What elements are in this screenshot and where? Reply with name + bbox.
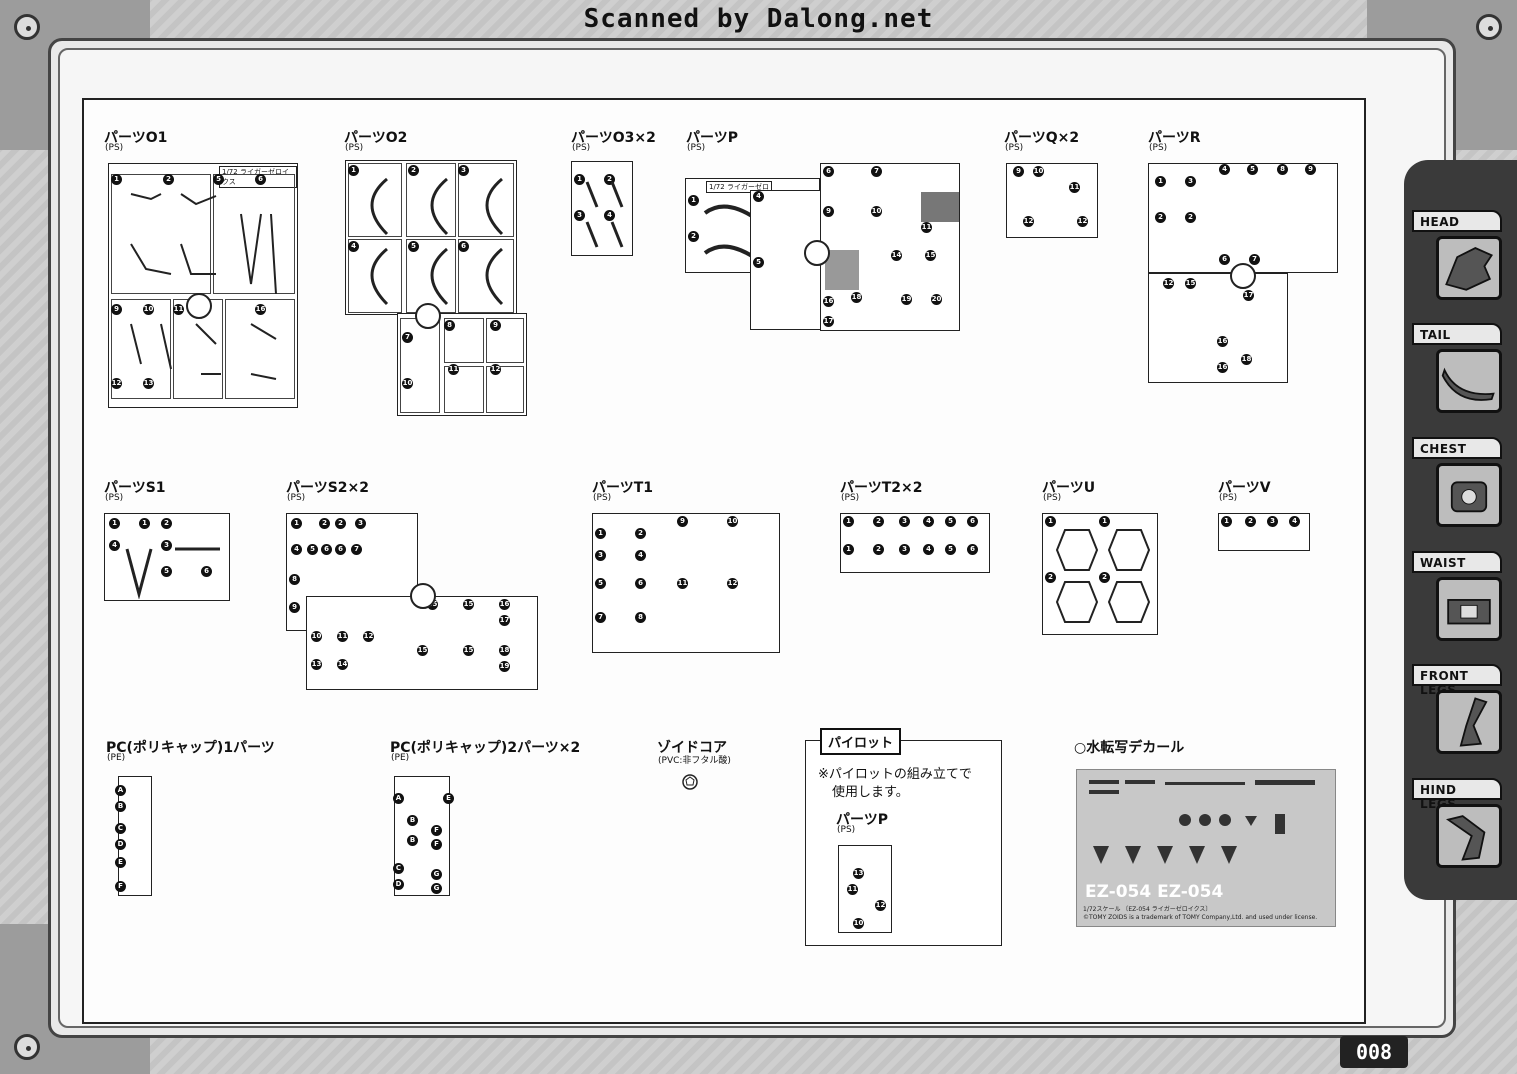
parts-o1-material: (PS)	[105, 143, 124, 153]
parts-q-material: (PS)	[1005, 143, 1024, 153]
parts-u-title: パーツU	[1042, 480, 1096, 496]
sprue-o2: 1 2 3 4 5 6	[345, 160, 517, 315]
sprue-s1: 1 1 2 4 3 5 6	[104, 513, 230, 601]
sprue-u: 1 1 2 2	[1042, 513, 1158, 635]
parts-o3-title: パーツO3×2	[571, 130, 656, 146]
sprue-pilot: 13 11 12 10	[838, 845, 892, 933]
parts-q-title: パーツQ×2	[1004, 130, 1080, 146]
parts-pc2-title: PC(ポリキャップ)2パーツ×2	[390, 740, 581, 756]
parts-r-material: (PS)	[1149, 143, 1168, 153]
parts-pc1-title: PC(ポリキャップ)1パーツ	[106, 740, 275, 756]
decal-code: EZ-054 EZ-054	[1085, 882, 1224, 902]
sprue-r-upper: 1 3 4 5 8 9 2 2 6 7	[1148, 163, 1338, 273]
scan-banner: Scanned by Dalong.net	[583, 4, 934, 34]
hind-legs-icon	[1436, 804, 1502, 868]
screw-icon	[14, 1034, 40, 1060]
decal-copyright: ©TOMY ZOIDS is a trademark of TOMY Compa…	[1083, 914, 1318, 921]
parts-o1-title: パーツO1	[104, 130, 168, 146]
waist-icon	[1436, 577, 1502, 641]
sprue-gate	[1230, 263, 1256, 289]
parts-u-material: (PS)	[1043, 493, 1062, 503]
sprue-pc2: A E B F B F C G D G	[393, 776, 454, 896]
parts-p-title: パーツP	[686, 130, 738, 146]
sprue-t2: 1 2 3 4 5 6 1 2 3 4 5 6	[840, 513, 990, 573]
lion-head-icon	[1436, 236, 1502, 300]
parts-v-title: パーツV	[1218, 480, 1271, 496]
parts-pc2-material: (PE)	[391, 753, 410, 763]
parts-pc1-material: (PE)	[107, 753, 126, 763]
parts-t2-title: パーツT2×2	[840, 480, 923, 496]
sprue-s2-lower: 10 11 12 13 14 15 15 16 17 15 15 18 19	[306, 596, 538, 690]
tab-label: WAIST	[1412, 551, 1502, 573]
tab-tail[interactable]: TAIL	[1412, 323, 1504, 427]
tab-waist[interactable]: WAIST	[1412, 551, 1504, 655]
sprue-pc1: A B C D E F	[115, 776, 152, 896]
parts-v-material: (PS)	[1219, 493, 1238, 503]
tab-label: HIND LEGS	[1412, 778, 1502, 811]
sprue-gate	[410, 583, 436, 609]
decal-title: ○水転写デカール	[1074, 740, 1185, 756]
parts-s2-title: パーツS2×2	[286, 480, 370, 496]
pilot-note-line2: 使用します。	[832, 785, 909, 800]
parts-s1-material: (PS)	[105, 493, 124, 503]
sprue-o1: 1/72 ライガーゼロイクス 1 2 5 6 9 10 11 16 12 13	[108, 163, 298, 408]
chest-icon	[1436, 463, 1502, 527]
tail-icon	[1436, 349, 1502, 413]
sprue-v: 1 2 3 4	[1218, 513, 1310, 551]
parts-p-material: (PS)	[687, 143, 706, 153]
sprue-gate	[804, 240, 830, 266]
decal-sheet: EZ-054 EZ-054 1/72スケール 〔EZ-054 ライガーゼロイクス…	[1076, 769, 1336, 927]
sprue-p-right: 6 7 8 9 10 11 12 14 15 16 18 19 20 17	[820, 163, 960, 331]
sprue-q: 9 10 11 12 12	[1006, 163, 1098, 238]
tab-hind-legs[interactable]: HIND LEGS	[1412, 778, 1504, 882]
pilot-part-material: (PS)	[837, 825, 856, 835]
tab-label: CHEST	[1412, 437, 1502, 459]
screw-icon	[1476, 14, 1502, 40]
sprue-t1: 1 2 3 4 5 6 7 8 9 10 11 12	[592, 513, 780, 653]
zoid-core-title: ゾイドコア	[657, 740, 727, 756]
page-number: 008	[1340, 1036, 1408, 1068]
pilot-part-title: パーツP	[836, 812, 888, 828]
sprue-r-lower: 12 15 17 16 18 16	[1148, 273, 1288, 383]
zoid-core-material: (PVC:非フタル酸)	[658, 756, 731, 766]
tab-label: HEAD	[1412, 210, 1502, 232]
pilot-panel: ※パイロットの組み立てで 使用します。 パーツP (PS) 13 11 12 1…	[805, 740, 1002, 946]
parts-o3-material: (PS)	[572, 143, 591, 153]
screw-icon	[14, 14, 40, 40]
zoid-core-icon	[682, 774, 698, 790]
parts-o2-material: (PS)	[345, 143, 364, 153]
sprue-gate	[186, 293, 212, 319]
parts-s2-material: (PS)	[287, 493, 306, 503]
parts-t1-title: パーツT1	[592, 480, 654, 496]
tab-front-legs[interactable]: FRONT LEGS	[1412, 664, 1504, 768]
parts-t1-material: (PS)	[593, 493, 612, 503]
tab-label: TAIL	[1412, 323, 1502, 345]
sprue-o3: 1 2 3 4	[571, 161, 633, 256]
parts-s1-title: パーツS1	[104, 480, 166, 496]
pilot-title: パイロット	[820, 728, 902, 755]
pilot-note-line1: ※パイロットの組み立てで	[818, 767, 972, 782]
parts-t2-material: (PS)	[841, 493, 860, 503]
parts-o2-title: パーツO2	[344, 130, 408, 146]
front-legs-icon	[1436, 690, 1502, 754]
parts-r-title: パーツR	[1148, 130, 1201, 146]
sprue-gate	[415, 303, 441, 329]
decal-marks	[1089, 780, 1315, 864]
decal-caption: 1/72スケール 〔EZ-054 ライガーゼロイクス〕	[1083, 906, 1212, 913]
tab-head[interactable]: HEAD	[1412, 210, 1504, 314]
part-outlines	[130, 193, 277, 380]
tab-chest[interactable]: CHEST	[1412, 437, 1504, 541]
sprue-o2-lower: 7 8 9 10 11 12	[397, 313, 527, 416]
tab-label: FRONT LEGS	[1412, 664, 1502, 697]
